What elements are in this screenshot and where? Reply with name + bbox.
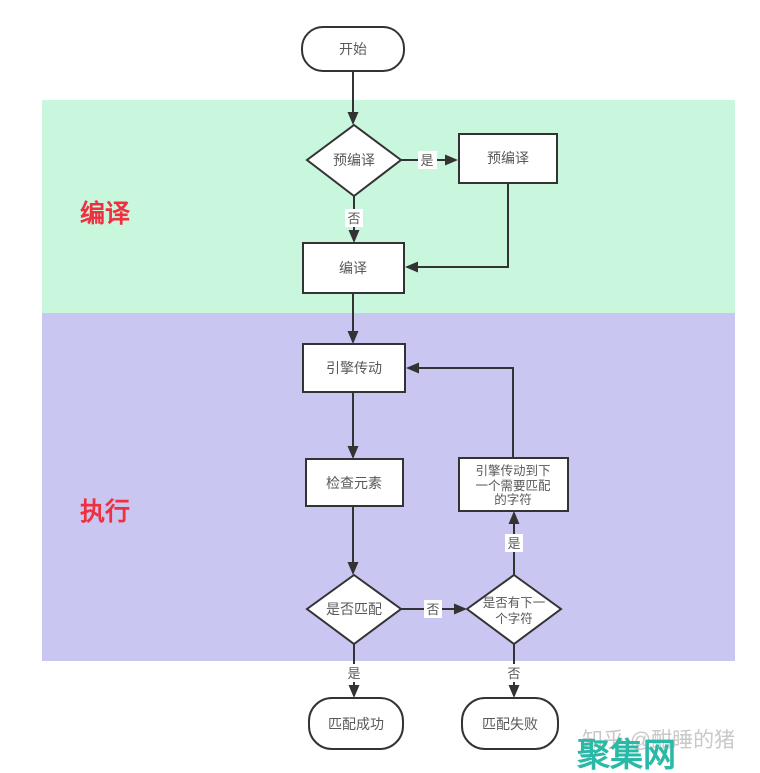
edge-label-no: 否 bbox=[426, 602, 439, 617]
advance-engine-label-line1: 引擎传动到下 bbox=[475, 463, 550, 478]
edge-label-yes: 是 bbox=[347, 666, 360, 681]
start-node-label: 开始 bbox=[339, 41, 367, 57]
next-char-decision-label-line1: 是否有下一 bbox=[483, 596, 546, 610]
match-decision-node bbox=[305, 573, 403, 646]
match-success-node bbox=[308, 697, 404, 750]
match-fail-node bbox=[461, 697, 559, 750]
match-success-label: 匹配成功 bbox=[328, 716, 384, 732]
compile-node bbox=[302, 242, 405, 294]
precompile-decision-node bbox=[305, 123, 403, 198]
precompile-decision-label: 预编译 bbox=[333, 152, 375, 168]
edge-label-yes: 是 bbox=[507, 536, 520, 551]
next-char-decision-node bbox=[465, 573, 563, 646]
check-element-node bbox=[305, 458, 404, 507]
edge-label-yes-bg bbox=[418, 151, 437, 169]
advance-engine-node bbox=[458, 457, 569, 512]
edge-label-yes: 是 bbox=[420, 153, 433, 168]
lane-label-execute: 执行 bbox=[80, 498, 130, 526]
compile-label: 编译 bbox=[339, 260, 367, 276]
advance-engine-label-line2: 一个需要匹配 bbox=[475, 479, 551, 493]
start-node bbox=[301, 26, 405, 72]
next-char-decision-label-line2: 个字符 bbox=[495, 611, 533, 626]
edge-advance-engine-to-engine-drive bbox=[406, 362, 514, 458]
edge-label-no: 否 bbox=[507, 666, 520, 681]
precompile-process-node bbox=[458, 133, 558, 184]
engine-drive-node bbox=[302, 343, 406, 393]
edge-label-yes-bg bbox=[345, 664, 363, 682]
precompile-process-label: 预编译 bbox=[487, 150, 529, 166]
edge-label-no-bg bbox=[424, 600, 442, 618]
edge-label-no: 否 bbox=[347, 211, 360, 226]
engine-drive-label: 引擎传动 bbox=[326, 360, 382, 376]
check-element-label: 检查元素 bbox=[326, 475, 382, 491]
edge-precompile-to-compile bbox=[405, 183, 509, 273]
advance-engine-label-line3: 的字符 bbox=[494, 492, 532, 507]
zhihu-watermark: 知乎 @酣睡的猪 bbox=[582, 729, 735, 752]
site-logo-watermark: 聚集网 bbox=[576, 736, 676, 773]
lane-label-compile: 编译 bbox=[80, 199, 131, 228]
match-fail-label: 匹配失败 bbox=[482, 716, 538, 732]
edge-label-no-bg bbox=[345, 209, 363, 227]
match-decision-label: 是否匹配 bbox=[326, 601, 382, 617]
edge-label-no-bg bbox=[505, 664, 523, 682]
edge-label-yes-bg bbox=[505, 534, 523, 552]
